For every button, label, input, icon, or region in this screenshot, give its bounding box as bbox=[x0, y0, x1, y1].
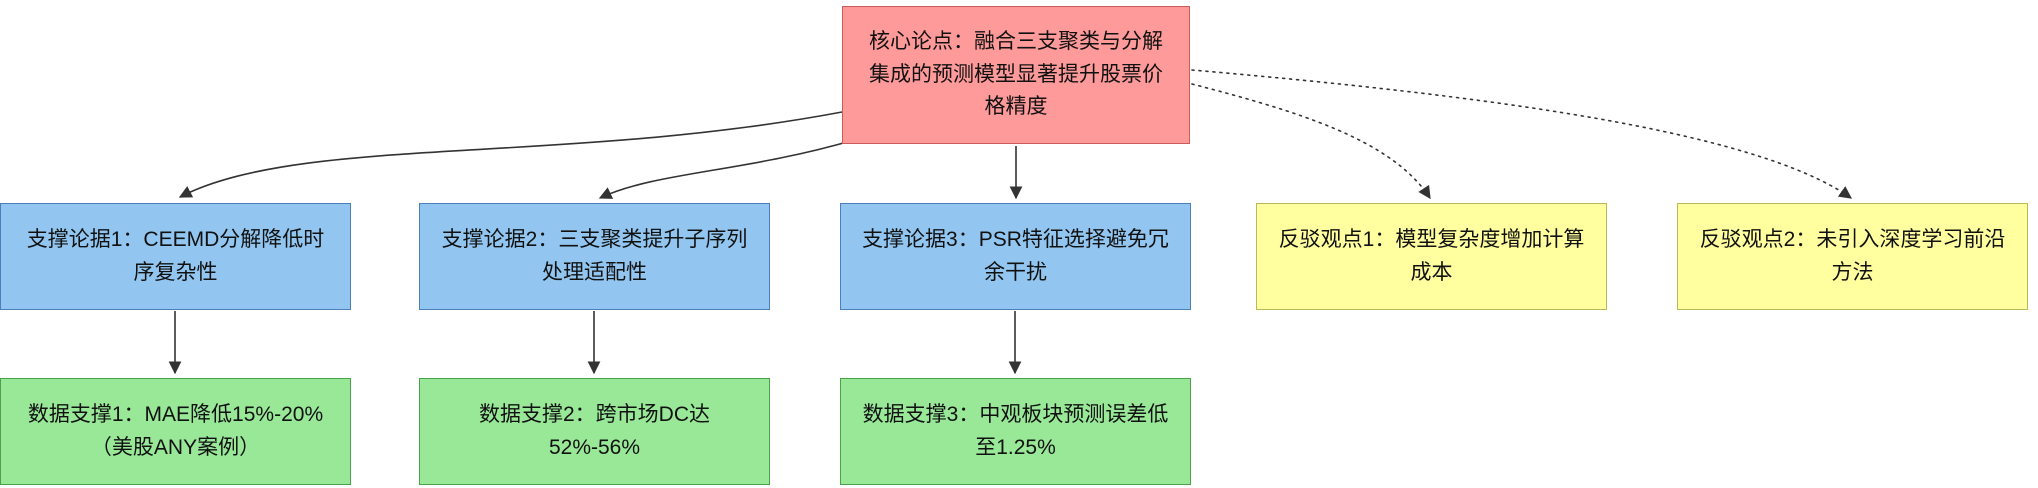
node-data-support-2: 数据支撑2：跨市场DC达52%-56% bbox=[419, 378, 770, 485]
node-rebuttal-1: 反驳观点1：模型复杂度增加计算成本 bbox=[1256, 203, 1607, 310]
node-support-3-label: 支撑论据3：PSR特征选择避免冗余干扰 bbox=[862, 227, 1169, 284]
arrow-core-to-rebuttal2 bbox=[1191, 69, 1853, 199]
node-support-3: 支撑论据3：PSR特征选择避免冗余干扰 bbox=[840, 203, 1191, 310]
node-rebuttal-2-label: 反驳观点2：未引入深度学习前沿方法 bbox=[1699, 227, 2006, 284]
node-rebuttal-1-label: 反驳观点1：模型复杂度增加计算成本 bbox=[1278, 227, 1585, 284]
arrow-core-to-support1 bbox=[178, 111, 843, 198]
arrow-core-to-rebuttal1 bbox=[1191, 83, 1431, 200]
node-support-2: 支撑论据2：三支聚类提升子序列处理适配性 bbox=[419, 203, 770, 310]
arrow-core-to-support2 bbox=[598, 139, 855, 199]
node-data-support-1-label: 数据支撑1：MAE降低15%-20%（美股ANY案例） bbox=[27, 402, 324, 459]
node-support-2-label: 支撑论据2：三支聚类提升子序列处理适配性 bbox=[441, 227, 748, 284]
node-data-support-3: 数据支撑3：中观板块预测误差低至1.25% bbox=[840, 378, 1191, 485]
node-rebuttal-2: 反驳观点2：未引入深度学习前沿方法 bbox=[1677, 203, 2028, 310]
node-data-support-3-label: 数据支撑3：中观板块预测误差低至1.25% bbox=[862, 402, 1169, 459]
node-data-support-2-label: 数据支撑2：跨市场DC达52%-56% bbox=[478, 402, 710, 459]
node-data-support-1: 数据支撑1：MAE降低15%-20%（美股ANY案例） bbox=[0, 378, 351, 485]
node-support-1: 支撑论据1：CEEMD分解降低时序复杂性 bbox=[0, 203, 351, 310]
node-support-1-label: 支撑论据1：CEEMD分解降低时序复杂性 bbox=[26, 227, 325, 284]
node-core-thesis: 核心论点：融合三支聚类与分解集成的预测模型显著提升股票价格精度 bbox=[842, 6, 1190, 144]
node-core-thesis-label: 核心论点：融合三支聚类与分解集成的预测模型显著提升股票价格精度 bbox=[869, 30, 1163, 119]
